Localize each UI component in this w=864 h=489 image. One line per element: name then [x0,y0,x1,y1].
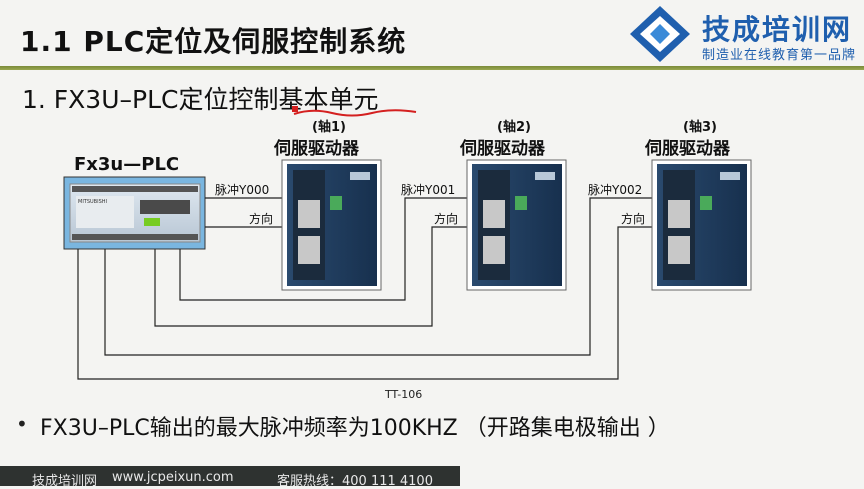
footer-brand: 技成培训网 [32,474,98,489]
pulse-label-2: 脉冲Y001 [401,182,455,197]
footer-url[interactable]: www.jcpeixun.com [112,470,234,485]
drive-1-name: 伺服驱动器 [273,138,360,159]
servo-drive-3: (轴3) 伺服驱动器 [644,119,752,291]
red-squiggle-underline [292,106,417,117]
drive-1-axis: (轴1) [312,119,346,135]
footer-hotline: 客服热线：400 111 4100 [277,474,433,489]
plc-unit: MITSUBISHI [63,176,206,250]
bullet-mark: • [16,412,28,436]
drive-3-name: 伺服驱动器 [644,138,731,159]
pulse-label-3: 脉冲Y002 [588,182,642,197]
section-subtitle: 1. FX3U–PLC定位控制基本单元 [22,85,379,114]
pulse-label-1: 脉冲Y000 [215,182,269,197]
drive-2-axis: (轴2) [497,119,531,135]
page-title: 1.1 PLC定位及伺服控制系统 [20,25,407,58]
dir-label-2: 方向 [434,211,458,226]
logo-slogan: 制造业在线教育第一品牌 [702,48,857,63]
drive-2-name: 伺服驱动器 [459,138,546,159]
figure-ref: TT-106 [384,388,422,401]
servo-drive-1: (轴1) 伺服驱动器 [273,119,382,291]
bullet-text: FX3U–PLC输出的最大脉冲频率为100KHZ （开路集电极输出 ） [40,416,670,441]
dir-label-1: 方向 [249,211,273,226]
logo-icon [630,6,690,62]
plc-brand: MITSUBISHI [78,199,107,205]
logo: 技成培训网 制造业在线教育第一品牌 [628,4,858,64]
drive-3-axis: (轴3) [683,119,717,135]
footer-bar [0,466,460,486]
plc-label: Fx3u—PLC [74,154,179,175]
wiring-lines [77,197,655,380]
logo-name: 技成培训网 [702,13,853,46]
servo-drive-2: (轴2) 伺服驱动器 [459,119,567,291]
title-underline [0,66,864,70]
dir-label-3: 方向 [621,211,645,226]
